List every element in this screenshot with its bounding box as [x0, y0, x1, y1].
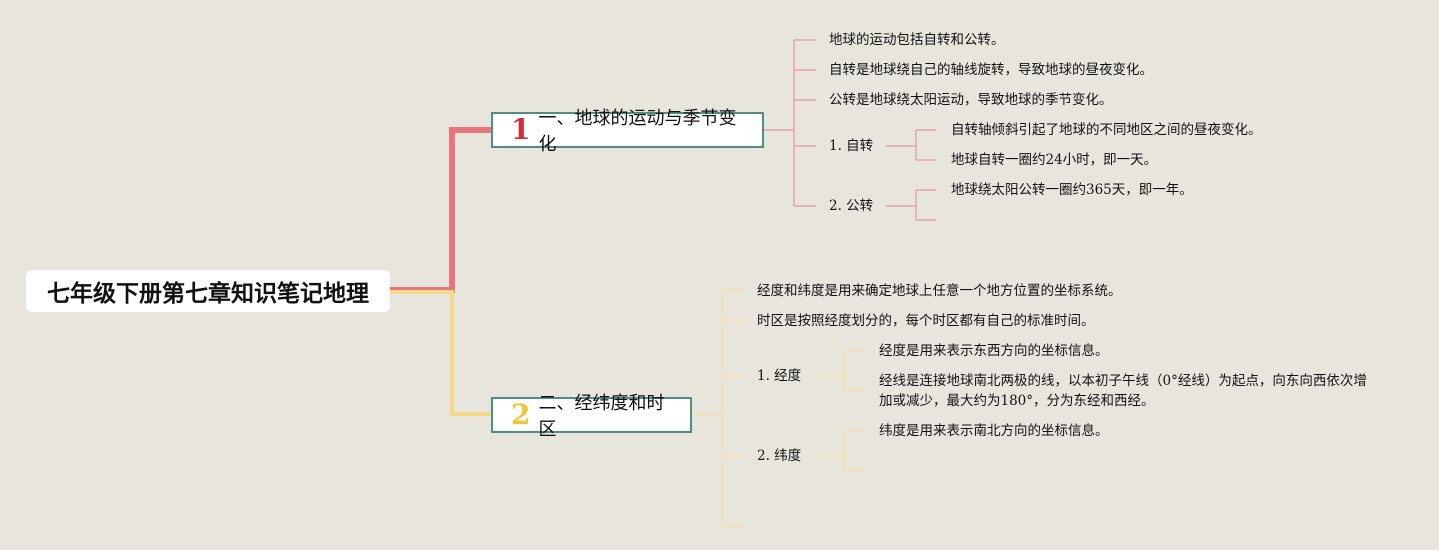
branch1-sub-2-label[interactable]: 2. 公转 — [829, 198, 874, 214]
branch1-item-2[interactable]: 自转是地球绕自己的轴线旋转，导致地球的昼夜变化。 — [829, 62, 1153, 78]
branch2-connectors — [692, 289, 864, 527]
branch2-sub-1-item-1[interactable]: 经度是用来表示东西方向的坐标信息。 — [879, 343, 1109, 359]
branch2-item-1[interactable]: 经度和纬度是用来确定地球上任意一个地方位置的坐标系统。 — [757, 283, 1122, 299]
branch-number-2: 2 — [511, 398, 531, 431]
branch1-connectors — [764, 39, 936, 221]
branch-number-1: 1 — [511, 113, 531, 146]
branch1-sub-1-label[interactable]: 1. 自转 — [829, 138, 874, 154]
branch2-sub-1-label[interactable]: 1. 经度 — [757, 368, 802, 384]
branch-topic-2[interactable]: 2 二、经纬度和时区 — [491, 393, 692, 440]
branch-title-1: 一、地球的运动与季节变化 — [538, 108, 737, 155]
branch1-sub-1-item-1[interactable]: 自转轴倾斜引起了地球的不同地区之间的昼夜变化。 — [951, 122, 1262, 138]
branch-title-2: 二、经纬度和时区 — [538, 393, 665, 440]
branch1-sub-2-item-1[interactable]: 地球绕太阳公转一圈约365天，即一年。 — [951, 182, 1193, 198]
branch1-sub-1-item-2[interactable]: 地球自转一圈约24小时，即一天。 — [951, 152, 1158, 168]
root-connectors — [390, 127, 491, 416]
connector-root-b1 — [390, 127, 491, 293]
branch2-sub-2-item-1[interactable]: 纬度是用来表示南北方向的坐标信息。 — [879, 423, 1109, 439]
connector-root-b2 — [390, 290, 491, 416]
root-topic[interactable]: 七年级下册第七章知识笔记地理 — [26, 270, 390, 312]
root-title: 七年级下册第七章知识笔记地理 — [47, 281, 369, 307]
branch2-item-2[interactable]: 时区是按照经度划分的，每个时区都有自己的标准时间。 — [757, 313, 1095, 329]
branch2-sub-1-item-2[interactable]: 经线是连接地球南北两极的线，以本初子午线（0°经线）为起点，向东向西依次增加或减… — [879, 373, 1367, 409]
branch1-item-1[interactable]: 地球的运动包括自转和公转。 — [829, 32, 1005, 48]
branch1-item-3[interactable]: 公转是地球绕太阳运动，导致地球的季节变化。 — [829, 92, 1113, 108]
branch2-sub-2-label[interactable]: 2. 纬度 — [757, 448, 802, 464]
branch-topic-1[interactable]: 1 一、地球的运动与季节变化 — [491, 108, 764, 155]
